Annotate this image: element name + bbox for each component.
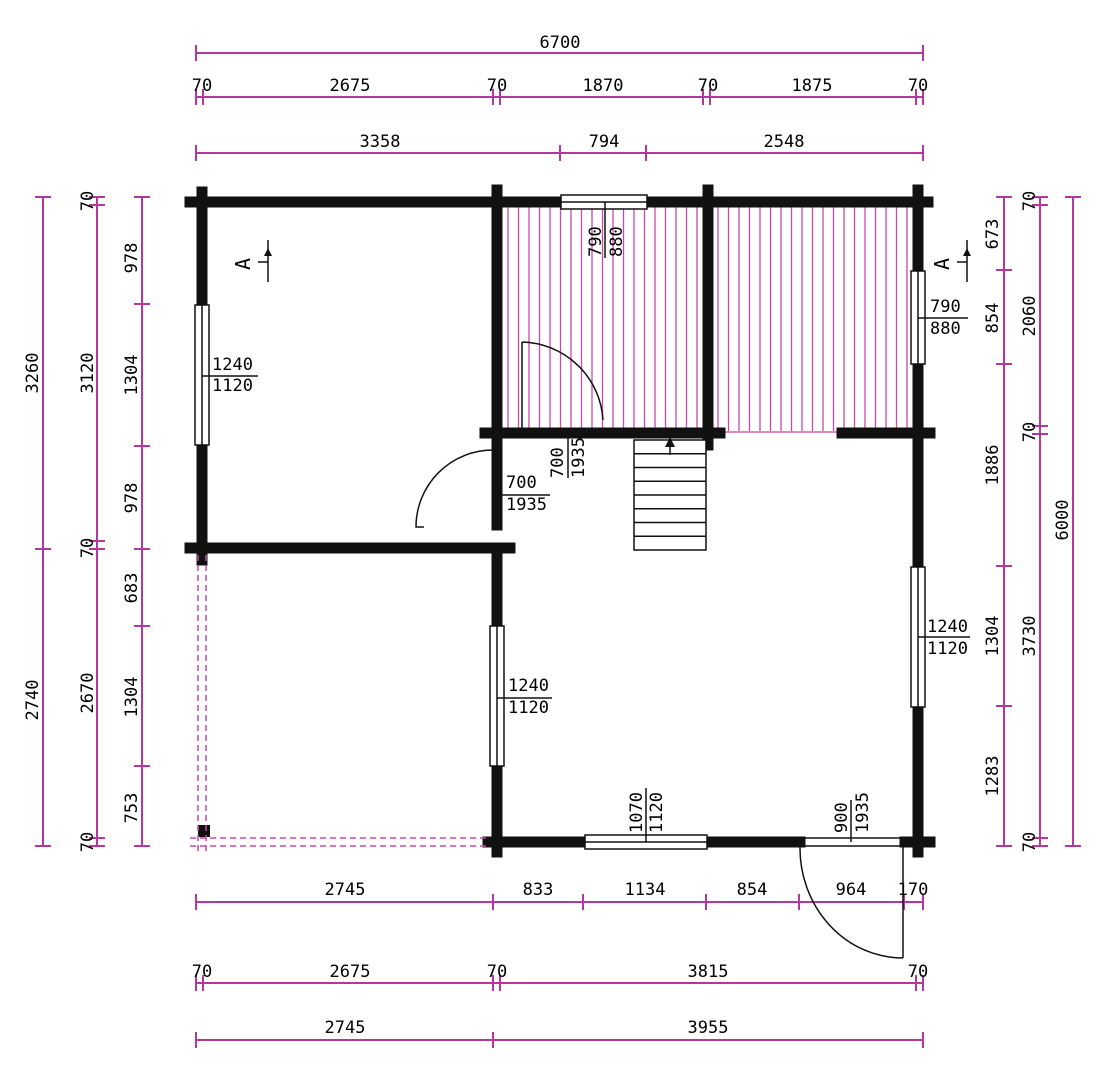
- dim-left-inner-5: 753: [122, 793, 142, 824]
- dim-bot-r2-4: 70: [908, 962, 928, 982]
- dim-top-r1-1: 2675: [330, 76, 371, 96]
- dim-left-mid-4: 70: [78, 832, 98, 852]
- dim-right-inner-4: 1283: [983, 756, 1003, 797]
- window-center-label-1: 1240: [508, 676, 549, 696]
- dim-bot-r1-5: 170: [898, 880, 929, 900]
- dim-right-inner-2: 1886: [983, 445, 1003, 486]
- dim-bot-r3-1: 3955: [688, 1018, 729, 1038]
- door-room: [415, 449, 550, 528]
- door-room-label-2: 1935: [506, 495, 547, 515]
- dim-bot-r1-3: 854: [737, 880, 768, 900]
- dim-right-mid-1: 2060: [1020, 296, 1040, 337]
- dim-bot-r2-0: 70: [192, 962, 212, 982]
- window-bottom: [584, 788, 708, 850]
- dim-top-r1-0: 70: [192, 76, 212, 96]
- window-right-top-label-1: 790: [930, 297, 961, 317]
- dim-top-r2-2: 2548: [764, 132, 805, 152]
- door-entry: [799, 800, 905, 959]
- window-center: [489, 625, 552, 767]
- dim-bot-r1-1: 833: [523, 880, 554, 900]
- dim-left-inner-3: 683: [122, 573, 142, 604]
- dim-right-mid-3: 3730: [1020, 616, 1040, 657]
- dim-left-inner-2: 978: [122, 483, 142, 514]
- window-right-top: [910, 270, 968, 365]
- window-center-label-2: 1120: [508, 698, 549, 718]
- dim-top-r2-0: 3358: [360, 132, 401, 152]
- dim-left-outer-1: 2740: [23, 680, 43, 721]
- right-dimensions: 673 854 1886 1304 1283 70 2060 70 3730 7…: [983, 191, 1081, 852]
- window-top: [560, 194, 648, 258]
- left-dimensions: 3260 2740 70 3120 70 2670 70 978 1304 97…: [23, 191, 150, 852]
- dim-bot-r1-4: 964: [836, 880, 867, 900]
- section-mark-right-label: A: [930, 258, 954, 270]
- plank-flooring-right: [717, 207, 908, 431]
- dim-left-mid-2: 70: [78, 538, 98, 558]
- window-left: [194, 304, 258, 446]
- dim-right-inner-3: 1304: [983, 616, 1003, 657]
- dim-left-mid-3: 2670: [78, 673, 98, 714]
- dim-top-r2-1: 794: [589, 132, 620, 152]
- dim-left-inner-0: 978: [122, 243, 142, 274]
- dim-right-outer-0: 6000: [1053, 500, 1073, 541]
- dim-bot-r2-2: 70: [487, 962, 507, 982]
- window-right-top-label-2: 880: [930, 319, 961, 339]
- dim-right-mid-2: 70: [1020, 422, 1040, 442]
- dim-bot-r3-0: 2745: [325, 1018, 366, 1038]
- plank-flooring-left: [507, 207, 698, 431]
- dim-top-r1-4: 70: [698, 76, 718, 96]
- section-mark-left-label: A: [231, 258, 255, 270]
- window-right-bottom: [910, 566, 970, 708]
- door-inner-label-2: 1935: [569, 437, 589, 478]
- door-inner-label-1: 700: [548, 447, 568, 478]
- dim-top-r1-5: 1875: [792, 76, 833, 96]
- dim-left-inner-4: 1304: [122, 677, 142, 718]
- door-inner: [521, 341, 604, 478]
- dim-bot-r1-0: 2745: [325, 880, 366, 900]
- dim-top-total: 6700: [540, 33, 581, 53]
- door-entry-label-1: 900: [832, 802, 852, 833]
- staircase: [633, 437, 707, 551]
- dim-bot-r1-2: 1134: [625, 880, 666, 900]
- section-mark-right: [957, 240, 971, 282]
- dim-left-mid-1: 3120: [78, 353, 98, 394]
- dim-right-inner-1: 854: [983, 303, 1003, 334]
- dim-top-r1-6: 70: [908, 76, 928, 96]
- dim-right-inner-0: 673: [983, 219, 1003, 250]
- window-right-bottom-label-2: 1120: [927, 639, 968, 659]
- dim-bot-r2-3: 3815: [688, 962, 729, 982]
- section-mark-left: [258, 240, 272, 282]
- dim-left-mid-0: 70: [78, 191, 98, 211]
- terrace-outline: [190, 555, 490, 855]
- door-room-label-1: 700: [506, 473, 537, 493]
- window-right-bottom-label-1: 1240: [927, 617, 968, 637]
- dim-top-r1-2: 70: [487, 76, 507, 96]
- top-dimensions: 6700 70 2675 70 1870 70 1875 70 3358 794…: [192, 33, 928, 161]
- window-top-label-2: 880: [607, 226, 627, 257]
- door-entry-label-2: 1935: [853, 792, 873, 833]
- window-top-label-1: 790: [586, 226, 606, 257]
- dim-top-r1-3: 1870: [583, 76, 624, 96]
- dim-left-outer-0: 3260: [23, 353, 43, 394]
- dim-left-inner-1: 1304: [122, 355, 142, 396]
- dim-right-mid-0: 70: [1020, 191, 1040, 211]
- window-left-label-2: 1120: [212, 376, 253, 396]
- bottom-dimensions: 2745 833 1134 854 964 170 70 2675 70 381…: [192, 880, 929, 1048]
- window-bottom-label-1: 1070: [627, 792, 647, 833]
- window-left-label-1: 1240: [212, 355, 253, 375]
- dim-right-mid-4: 70: [1020, 832, 1040, 852]
- window-bottom-label-2: 1120: [647, 792, 667, 833]
- dim-bot-r2-1: 2675: [330, 962, 371, 982]
